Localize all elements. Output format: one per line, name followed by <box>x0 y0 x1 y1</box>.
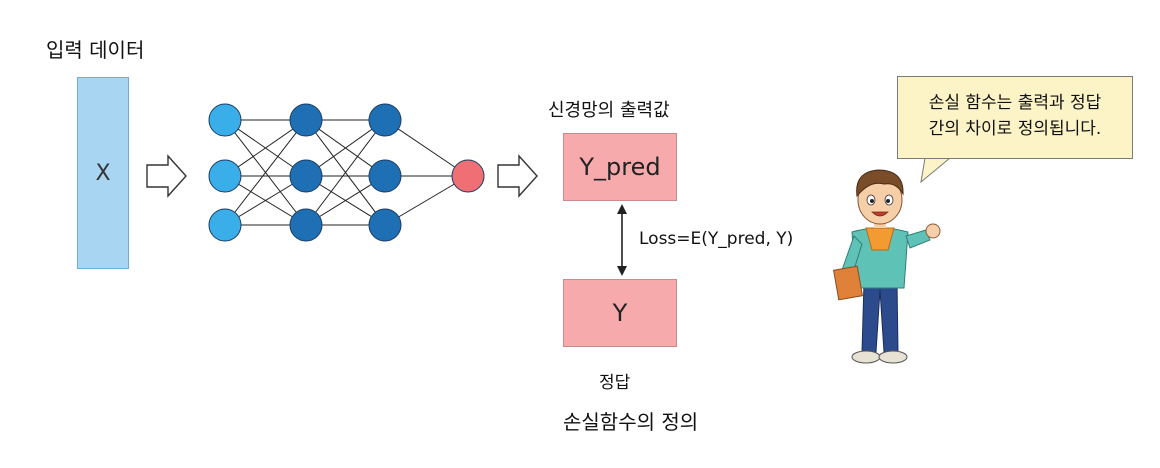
network-node <box>289 208 323 242</box>
network-node <box>368 103 402 137</box>
y-pred-box: Y_pred <box>563 133 677 201</box>
figure-caption: 손실함수의 정의 <box>563 410 699 434</box>
loss-formula: Loss=E(Y_pred, Y) <box>639 229 794 249</box>
network-node <box>208 159 242 193</box>
network-edge <box>305 119 386 226</box>
speech-line-1: 손실 함수는 출력과 정답 <box>928 93 1102 113</box>
output-arrow <box>497 154 538 198</box>
network-node <box>368 208 402 242</box>
ground-truth-label: 정답 <box>599 373 631 393</box>
network-node <box>289 159 323 193</box>
speech-line-2: 간의 차이로 정의됩니다. <box>928 119 1102 139</box>
character-illustration <box>832 169 941 364</box>
network-nodes <box>208 103 485 242</box>
network-edges <box>224 119 469 226</box>
input-data-label: 입력 데이터 <box>46 38 145 62</box>
input-arrow <box>146 154 187 198</box>
network-node <box>208 208 242 242</box>
input-symbol: X <box>95 160 111 186</box>
loss-double-arrow <box>617 204 627 276</box>
network-node <box>289 103 323 137</box>
network-node <box>208 103 242 137</box>
input-data-box: X <box>77 77 129 269</box>
network-edge <box>384 119 469 177</box>
output-node <box>451 159 485 193</box>
network-node <box>368 159 402 193</box>
speech-bubble: 손실 함수는 출력과 정답 간의 차이로 정의됩니다. <box>897 76 1133 159</box>
speech-bubble-tail <box>920 157 951 184</box>
y-target-box: Y <box>563 279 677 347</box>
y-target-text: Y <box>612 299 628 327</box>
network-edge <box>224 119 307 226</box>
network-output-label: 신경망의 출력값 <box>548 100 670 121</box>
y-pred-text: Y_pred <box>579 153 661 181</box>
